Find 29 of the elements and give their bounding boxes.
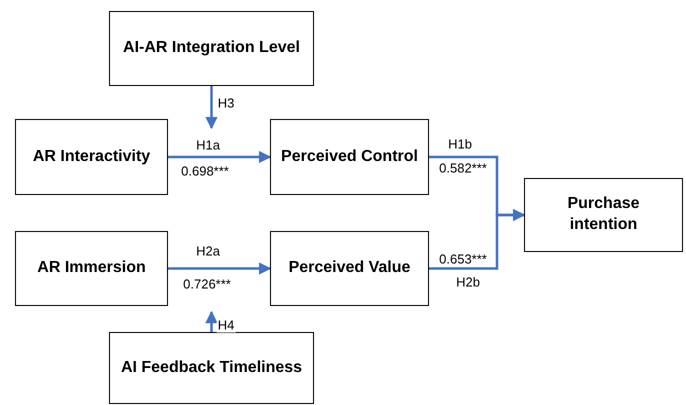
edge-label: H4: [216, 318, 236, 332]
construct-box: [270, 119, 429, 195]
construct-box: [524, 178, 683, 252]
edge-label: H2b: [455, 274, 481, 290]
construct-box: [15, 231, 168, 306]
path-coefficient: 0.698***: [180, 164, 230, 178]
arrow: [168, 150, 272, 164]
arrow: [429, 208, 526, 270]
edge-label: H3: [216, 96, 236, 110]
arrow: [168, 262, 272, 275]
construct-name: Perceived Value: [288, 258, 410, 278]
path-coefficient: 0.726***: [182, 276, 232, 292]
arrow: [205, 86, 218, 130]
construct-name: AI Feedback Timeliness: [120, 358, 302, 378]
construct-name: AI-AR Integration Level: [123, 38, 300, 58]
construct-name: AR Immersion: [37, 258, 146, 278]
path-coefficient: 0.653***: [438, 252, 488, 266]
construct-name: Perceived Control: [281, 146, 418, 167]
edge-label: H1b: [447, 136, 473, 152]
arrow: [205, 310, 218, 332]
construct-box: [270, 231, 429, 306]
edge-label: H2a: [195, 244, 221, 258]
construct-box: [109, 332, 314, 404]
construct-name: Purchase intention: [566, 194, 641, 235]
construct-box: [109, 11, 314, 86]
construct-name: AR Interactivity: [32, 146, 150, 167]
edge-label: H1a: [195, 138, 221, 152]
construct-box: [15, 119, 168, 195]
path-coefficient: 0.582***: [438, 160, 488, 176]
